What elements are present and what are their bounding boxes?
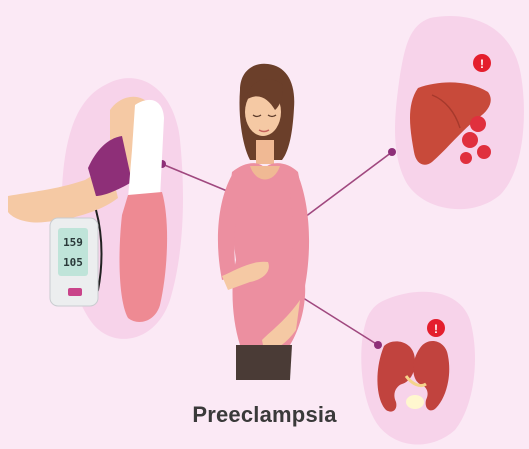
svg-text:!: ! [480,57,484,71]
blood-pressure-monitor-icon: 159 105 [50,210,102,306]
pregnant-woman-figure [218,64,309,380]
connector-dot-liver [388,148,396,156]
bp-systolic-reading: 159 [63,236,83,249]
connector-dot-kidney [374,341,382,349]
bp-diastolic-reading: 105 [63,256,83,269]
caption-title: Preeclampsia [0,402,529,428]
svg-text:!: ! [434,322,438,336]
